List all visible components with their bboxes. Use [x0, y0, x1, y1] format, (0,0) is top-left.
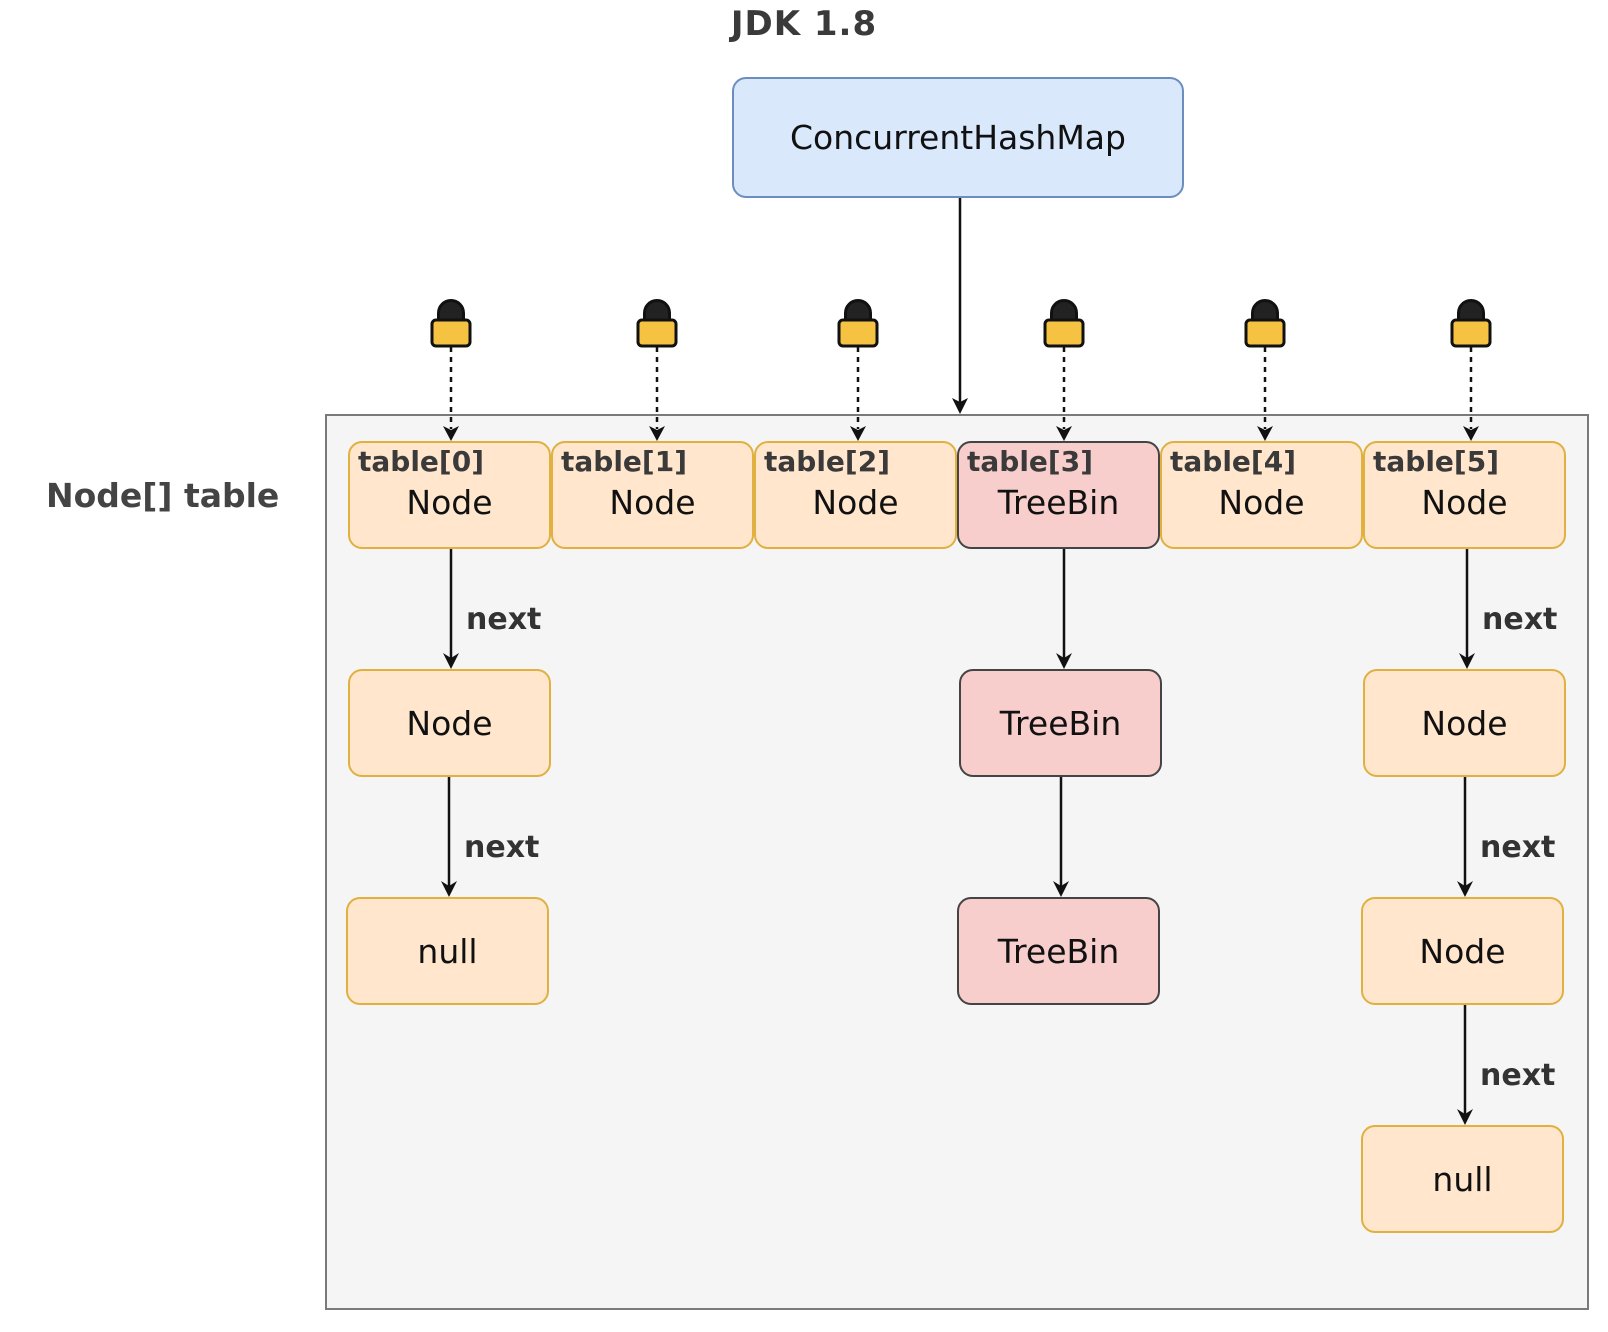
next-label: next — [1480, 830, 1556, 865]
chain3-treebin-1: TreeBin — [959, 669, 1162, 777]
chain0-node-1: Node — [348, 669, 551, 777]
table-slot-2: table[2] Node — [754, 441, 957, 549]
table-slot-3: table[3] TreeBin — [957, 441, 1160, 549]
chain0-null: null — [346, 897, 549, 1005]
chain5-node-1: Node — [1363, 669, 1566, 777]
chain3-treebin-2: TreeBin — [957, 897, 1160, 1005]
slot-label: table[4] — [1170, 445, 1296, 478]
slot-value: Node — [812, 482, 899, 522]
chain5-node-2: Node — [1361, 897, 1564, 1005]
slot-value: Node — [1218, 482, 1305, 522]
root-arrow — [952, 198, 968, 414]
next-label: next — [464, 830, 540, 865]
next-label: next — [466, 602, 542, 637]
lock-icon — [432, 302, 470, 441]
slot-value: Node — [406, 482, 493, 522]
slot-label: table[0] — [358, 445, 484, 478]
table-slot-5: table[5] Node — [1363, 441, 1566, 549]
next-label: next — [1482, 602, 1558, 637]
lock-icon — [1452, 302, 1490, 441]
lock-icon — [1246, 302, 1284, 441]
table-slot-4: table[4] Node — [1160, 441, 1363, 549]
concurrenthashmap-box: ConcurrentHashMap — [732, 77, 1184, 198]
slot-value: Node — [609, 482, 696, 522]
lock-icon — [1045, 302, 1083, 441]
slot-label: table[1] — [561, 445, 687, 478]
chain5-null: null — [1361, 1125, 1564, 1233]
table-slot-0: table[0] Node — [348, 441, 551, 549]
next-arrow — [443, 549, 459, 669]
slot-label: table[2] — [764, 445, 890, 478]
next-arrow — [1457, 777, 1473, 897]
lock-icon — [839, 302, 877, 441]
next-arrow — [441, 777, 457, 897]
lock-icon — [638, 302, 676, 441]
diagram-title: JDK 1.8 — [730, 4, 878, 44]
next-label: next — [1480, 1058, 1556, 1093]
next-arrow — [1457, 1005, 1473, 1125]
slot-label: table[3] — [967, 445, 1093, 478]
node-table-label: Node[] table — [46, 476, 280, 515]
tree-arrow — [1056, 549, 1072, 669]
slot-value: Node — [1421, 482, 1508, 522]
next-arrow — [1459, 549, 1475, 669]
slot-value: TreeBin — [997, 482, 1120, 522]
table-slot-1: table[1] Node — [551, 441, 754, 549]
tree-arrow — [1053, 777, 1069, 897]
slot-label: table[5] — [1373, 445, 1499, 478]
